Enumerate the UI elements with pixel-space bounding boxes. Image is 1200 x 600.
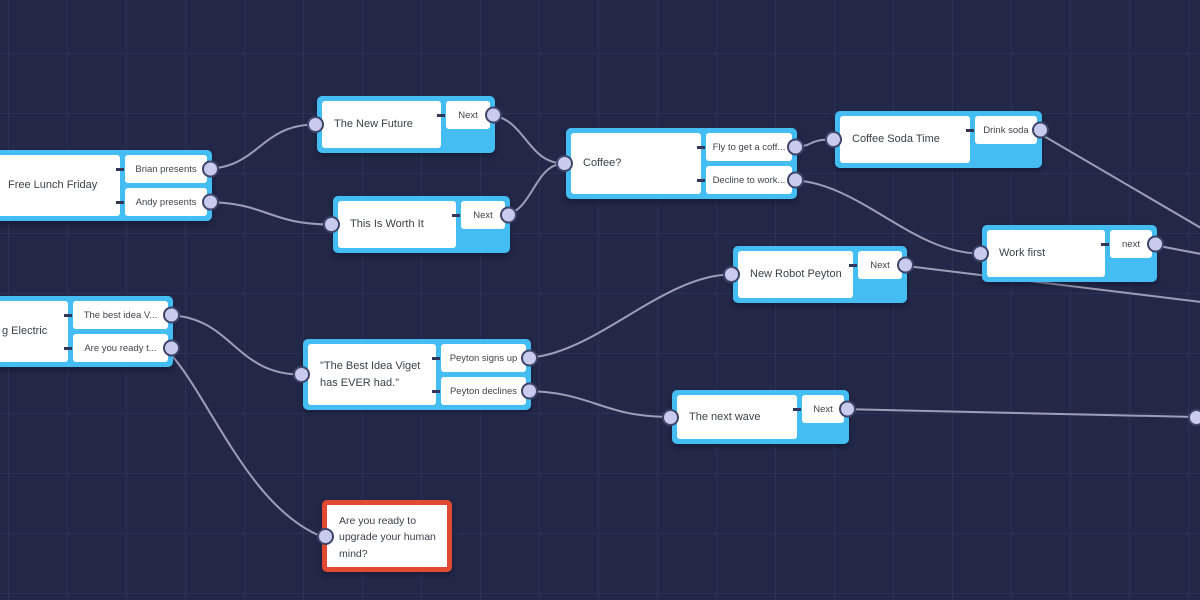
input-port[interactable] — [556, 155, 573, 172]
output-row[interactable]: Peyton declines — [432, 377, 538, 405]
input-port[interactable] — [293, 366, 310, 383]
node-title-box: Coffee Soda Time — [840, 116, 970, 163]
output-label: Peyton signs up — [449, 352, 518, 364]
output-port[interactable] — [1032, 121, 1049, 139]
output-label: Drink soda — [983, 124, 1029, 136]
output-label: next — [1122, 238, 1140, 250]
node-title: The next wave — [689, 410, 761, 423]
node-title: "The Best Idea Viget has EVER had." — [320, 360, 421, 389]
node-title-box: The New Future — [322, 101, 441, 148]
node-work-first[interactable]: Work first next — [972, 225, 1164, 282]
node-electric[interactable]: g Electric The best idea V... Are you read… — [0, 296, 180, 367]
node-title-box: Free Lunch Friday — [0, 155, 120, 216]
node-title-box: Coffee? — [571, 133, 701, 194]
connection-wire[interactable] — [898, 264, 1200, 303]
node-title: This Is Worth It — [350, 218, 424, 231]
output-row[interactable]: Peyton signs up — [432, 344, 538, 372]
output-port[interactable] — [521, 382, 538, 400]
node-title: Coffee Soda Time — [852, 133, 940, 146]
connection-wire[interactable] — [840, 408, 1197, 418]
node-title-box: The next wave — [677, 395, 797, 439]
output-label: Are you ready t... — [84, 342, 157, 354]
node-title-box: "The Best Idea Viget has EVER had." — [308, 344, 436, 405]
output-port[interactable] — [1147, 235, 1164, 253]
output-port[interactable] — [787, 138, 804, 156]
connection-wire[interactable] — [203, 201, 332, 226]
output-label: The best idea V... — [83, 309, 158, 321]
node-title-box: This Is Worth It — [338, 201, 456, 248]
output-label: Andy presents — [135, 196, 197, 208]
output-port[interactable] — [839, 400, 856, 418]
output-label: Next — [813, 403, 833, 415]
input-port[interactable] — [323, 216, 340, 233]
output-label: Fly to get a coff... — [712, 141, 786, 153]
output-row[interactable]: Next — [437, 101, 502, 129]
connection-wire[interactable] — [788, 179, 981, 255]
node-the-new-future[interactable]: The New Future Next — [307, 96, 502, 153]
input-port[interactable] — [317, 527, 334, 545]
output-port[interactable] — [163, 306, 180, 324]
node-title: Work first — [999, 247, 1046, 260]
output-row[interactable]: Brian presents — [116, 155, 219, 183]
output-row[interactable]: Drink soda — [966, 116, 1049, 144]
output-row[interactable]: Next — [452, 201, 517, 229]
input-port[interactable] — [825, 131, 842, 148]
output-label: Brian presents — [135, 163, 197, 175]
node-title: Are you ready to upgrade your human mind… — [339, 515, 436, 560]
output-port[interactable] — [521, 349, 538, 367]
output-label: Next — [870, 259, 890, 271]
node-title: Free Lunch Friday — [8, 179, 98, 192]
node-title: g Electric — [2, 325, 48, 338]
connection-wire[interactable] — [164, 314, 302, 376]
output-row[interactable]: Are you ready t... — [64, 334, 180, 362]
output-row[interactable]: Next — [849, 251, 914, 279]
input-port[interactable] — [723, 266, 740, 283]
node-upgrade-mind[interactable]: Are you ready to upgrade your human mind… — [317, 500, 452, 572]
node-coffee[interactable]: Coffee? Fly to get a coff... Decline to wo… — [556, 128, 804, 199]
node-title: The New Future — [334, 118, 413, 131]
input-port[interactable] — [972, 245, 989, 262]
connection-wire[interactable] — [203, 123, 316, 170]
output-label: Next — [458, 109, 478, 121]
output-row[interactable]: next — [1101, 230, 1164, 258]
output-label: Peyton declines — [449, 385, 518, 397]
node-coffee-soda-time[interactable]: Coffee Soda Time Drink soda — [825, 111, 1049, 168]
connection-wire[interactable] — [522, 390, 671, 418]
output-port[interactable] — [202, 193, 219, 211]
offscreen-node-input-port[interactable] — [1188, 408, 1200, 426]
output-row[interactable]: Decline to work... — [697, 166, 804, 194]
output-row[interactable]: Fly to get a coff... — [697, 133, 804, 161]
input-port[interactable] — [662, 408, 679, 426]
output-row[interactable]: The best idea V... — [64, 301, 180, 329]
input-port[interactable] — [307, 116, 324, 133]
output-label: Next — [473, 209, 493, 221]
output-row[interactable]: Next — [793, 395, 856, 423]
connection-wire[interactable] — [1032, 129, 1200, 229]
output-label: Decline to work... — [712, 174, 786, 186]
connection-wire[interactable] — [522, 273, 732, 359]
node-title-box: g Electric — [0, 301, 68, 362]
output-port[interactable] — [897, 256, 914, 274]
output-port[interactable] — [787, 171, 804, 189]
node-title-box: New Robot Peyton — [738, 251, 853, 298]
output-port[interactable] — [500, 206, 517, 224]
node-best-idea[interactable]: "The Best Idea Viget has EVER had." Peyto… — [293, 339, 538, 410]
output-row[interactable]: Andy presents — [116, 188, 219, 216]
node-title-box: Work first — [987, 230, 1105, 277]
output-port[interactable] — [485, 106, 502, 124]
connection-wire[interactable] — [163, 347, 321, 537]
node-the-next-wave[interactable]: The next wave Next — [662, 390, 856, 444]
node-this-is-worth-it[interactable]: This Is Worth It Next — [323, 196, 517, 253]
output-port[interactable] — [202, 160, 219, 178]
node-title: Coffee? — [583, 157, 622, 170]
node-title: New Robot Peyton — [750, 268, 842, 281]
output-port[interactable] — [163, 339, 180, 357]
connection-wire[interactable] — [486, 114, 565, 165]
node-new-robot-peyton[interactable]: New Robot Peyton Next — [723, 246, 914, 303]
